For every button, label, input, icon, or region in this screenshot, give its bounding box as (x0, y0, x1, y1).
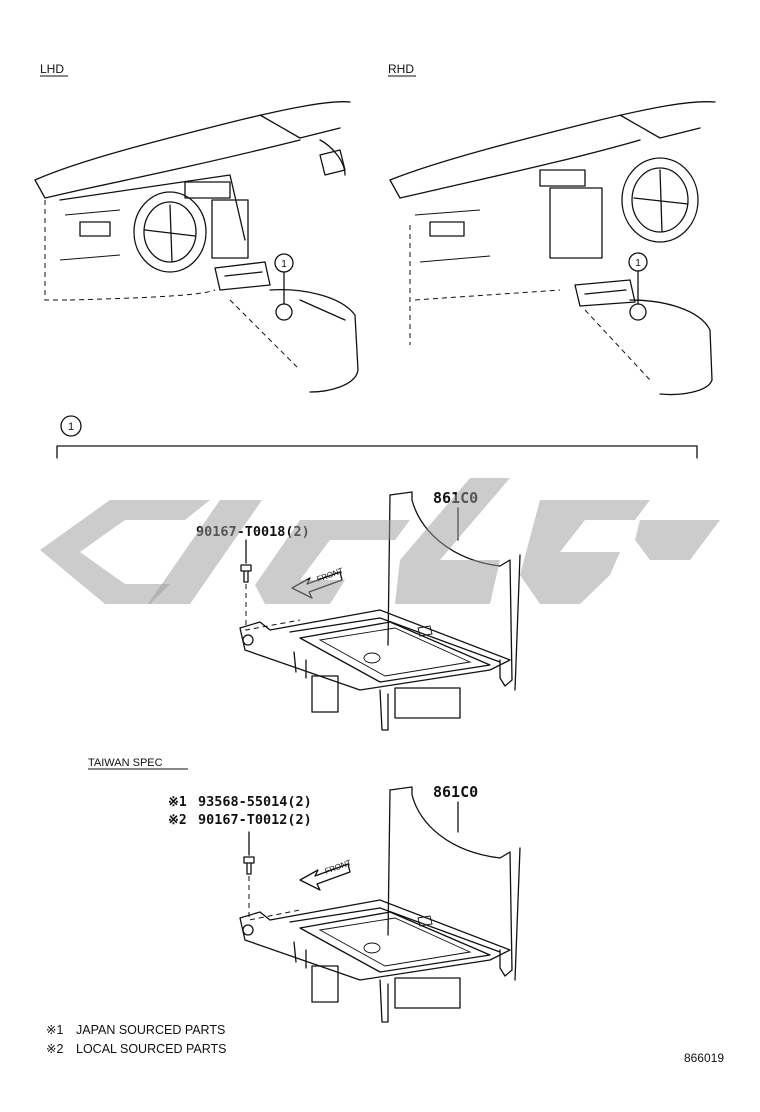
part-number-taiwan: 861C0 (433, 783, 478, 801)
console-box-taiwan (239, 786, 521, 1023)
lhd-dashboard-illustration (34, 101, 359, 393)
rhd-callout-number: 1 (635, 258, 641, 269)
lhd-label: LHD (40, 62, 64, 76)
console-box-main (239, 491, 521, 731)
note-2-mark: ※2 (46, 1042, 63, 1056)
note-2-text: LOCAL SOURCED PARTS (76, 1042, 227, 1056)
rhd-label: RHD (388, 62, 414, 76)
fastener-2-mark: ※2 (168, 813, 187, 828)
fastener-1-label: 93568-55014(2) (198, 794, 312, 810)
note-1-text: JAPAN SOURCED PARTS (76, 1023, 225, 1037)
fastener-main (240, 539, 301, 631)
fastener-taiwan (243, 831, 301, 921)
fastener-1-mark: ※1 (168, 795, 187, 810)
taiwan-spec-heading: TAIWAN SPEC (88, 757, 163, 769)
note-1-mark: ※1 (46, 1023, 63, 1037)
lhd-callout-number: 1 (281, 259, 287, 270)
bracket-callout-number: 1 (68, 421, 74, 433)
front-arrow-taiwan: FRONT (299, 858, 353, 891)
figure-code: 866019 (684, 1051, 724, 1065)
brand-watermark-icon (40, 478, 720, 604)
rhd-callout: 1 (628, 252, 648, 321)
lhd-callout: 1 (274, 253, 294, 321)
assembly-bracket: 1 (56, 415, 698, 459)
rhd-dashboard-illustration (389, 101, 716, 396)
fastener-2-label: 90167-T0012(2) (198, 812, 312, 828)
